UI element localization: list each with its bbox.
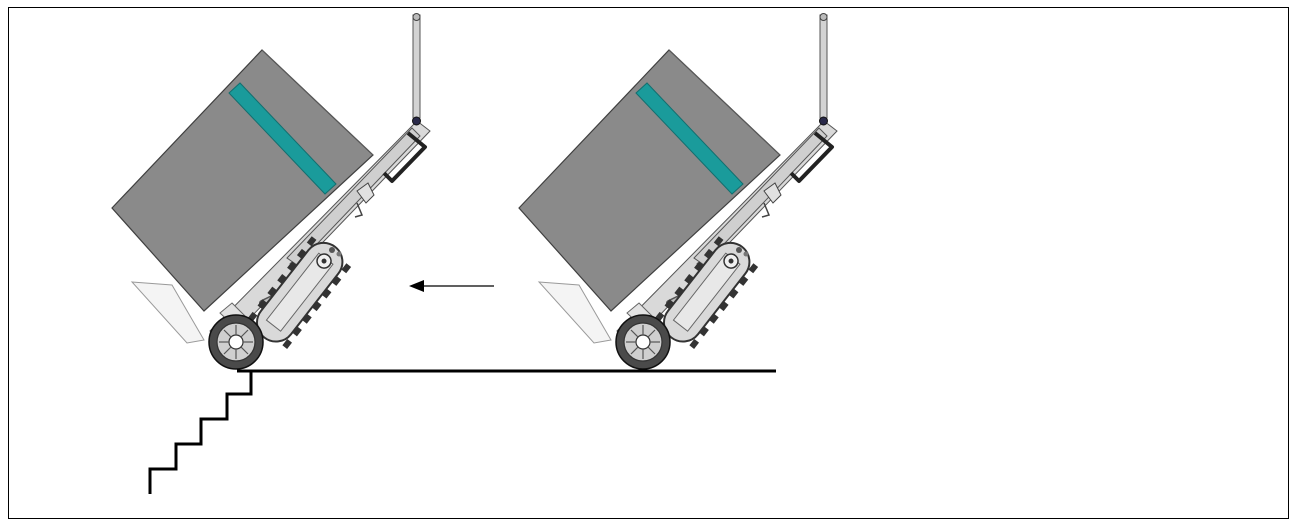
staircase <box>148 371 253 494</box>
stair-climber-right <box>519 14 837 370</box>
motion-arrow <box>409 280 494 292</box>
stair-climber-left <box>112 14 430 370</box>
